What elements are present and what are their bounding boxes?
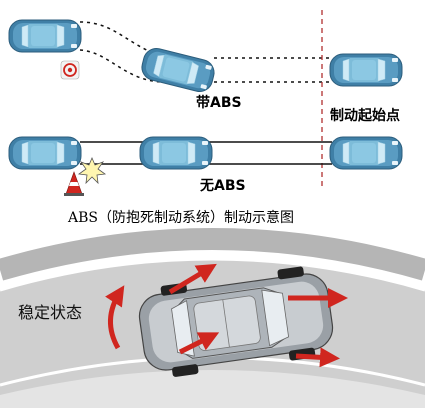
force-arrow-front-left — [168, 263, 217, 295]
diagram-title: ABS（防抱死制动系统）制动示意图 — [67, 209, 294, 226]
car-with-abs-swerving — [138, 45, 218, 95]
stable-state-label: 稳定状态 — [18, 303, 82, 322]
without-abs-label: 无ABS — [199, 178, 246, 194]
car-without-abs-collision — [8, 136, 82, 170]
collision-burst-icon — [77, 156, 107, 185]
car-with-abs-start — [8, 19, 82, 53]
car-without-abs-sliding — [139, 136, 213, 170]
force-arrow-rear-right — [295, 347, 340, 368]
car-without-abs-start — [329, 136, 403, 170]
traffic-cone-icon — [64, 171, 84, 196]
rotation-arrow — [105, 285, 125, 350]
force-arrow-rear-left — [178, 332, 220, 355]
braking-start-label: 制动起始点 — [330, 107, 400, 124]
car-with-abs-end — [329, 53, 403, 87]
with-abs-label: 带ABS — [196, 95, 242, 111]
wheel-force-arrows — [168, 263, 348, 368]
obstacle-target-icon — [60, 60, 80, 80]
